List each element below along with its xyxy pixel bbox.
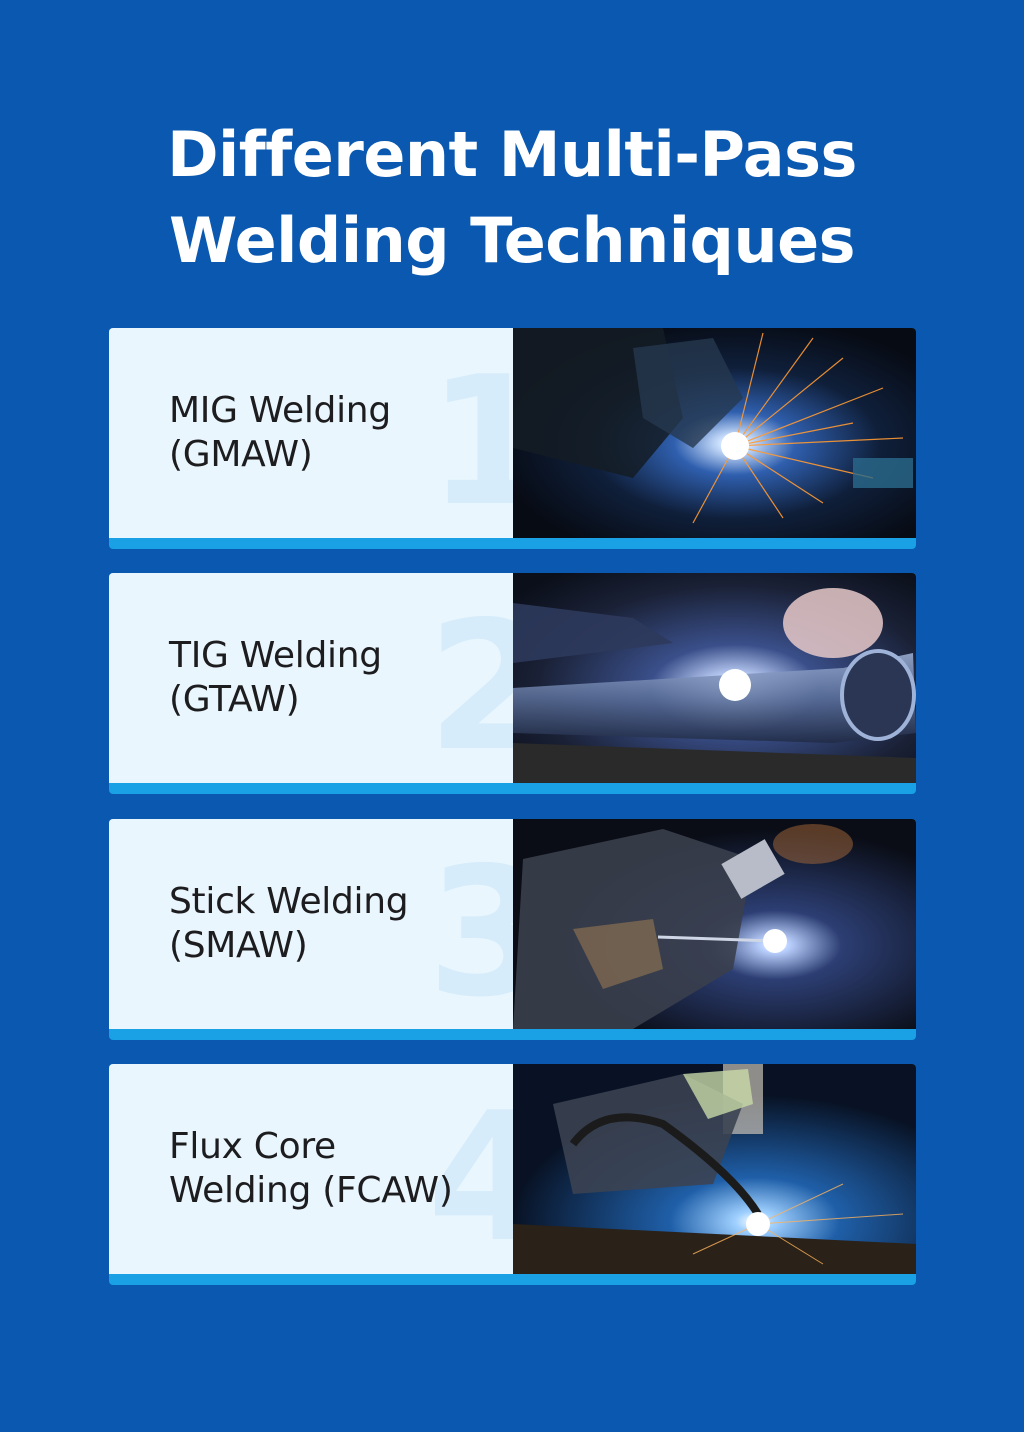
card-label-line-1: Stick Welding [169,881,409,922]
card-label: Flux Core Welding (FCAW) [169,1064,489,1274]
technique-card-flux-core: 4 Flux Core Welding (FCAW) [109,1064,916,1285]
pipe-welding-photo [513,573,916,783]
stick-welding-photo [513,819,916,1029]
title-line-1: Different Multi-Pass [167,118,857,191]
card-label-line-1: TIG Welding [169,635,382,676]
technique-card-stick: 3 Stick Welding (SMAW) [109,819,916,1040]
flux-core-welding-photo [513,1064,916,1274]
card-label-line-2: (GMAW) [169,434,313,475]
technique-card-mig: 1 MIG Welding (GMAW) [109,328,916,549]
card-text-panel: 3 Stick Welding (SMAW) [109,819,551,1033]
technique-card-tig: 2 TIG Welding (GTAW) [109,573,916,794]
card-label: MIG Welding (GMAW) [169,328,489,538]
welding-sparks-photo [513,328,916,538]
card-label-line-1: MIG Welding [169,390,391,431]
card-label-line-2: Welding (FCAW) [169,1170,453,1211]
card-text-panel: 1 MIG Welding (GMAW) [109,328,551,542]
card-label: Stick Welding (SMAW) [169,819,489,1029]
card-text-panel: 4 Flux Core Welding (FCAW) [109,1064,551,1278]
card-label-line-1: Flux Core [169,1126,336,1167]
page-title: Different Multi-Pass Welding Techniques [0,112,1024,284]
card-label-line-2: (GTAW) [169,679,300,720]
card-label-line-2: (SMAW) [169,925,308,966]
card-label: TIG Welding (GTAW) [169,573,489,783]
card-text-panel: 2 TIG Welding (GTAW) [109,573,551,787]
title-line-2: Welding Techniques [168,204,856,277]
